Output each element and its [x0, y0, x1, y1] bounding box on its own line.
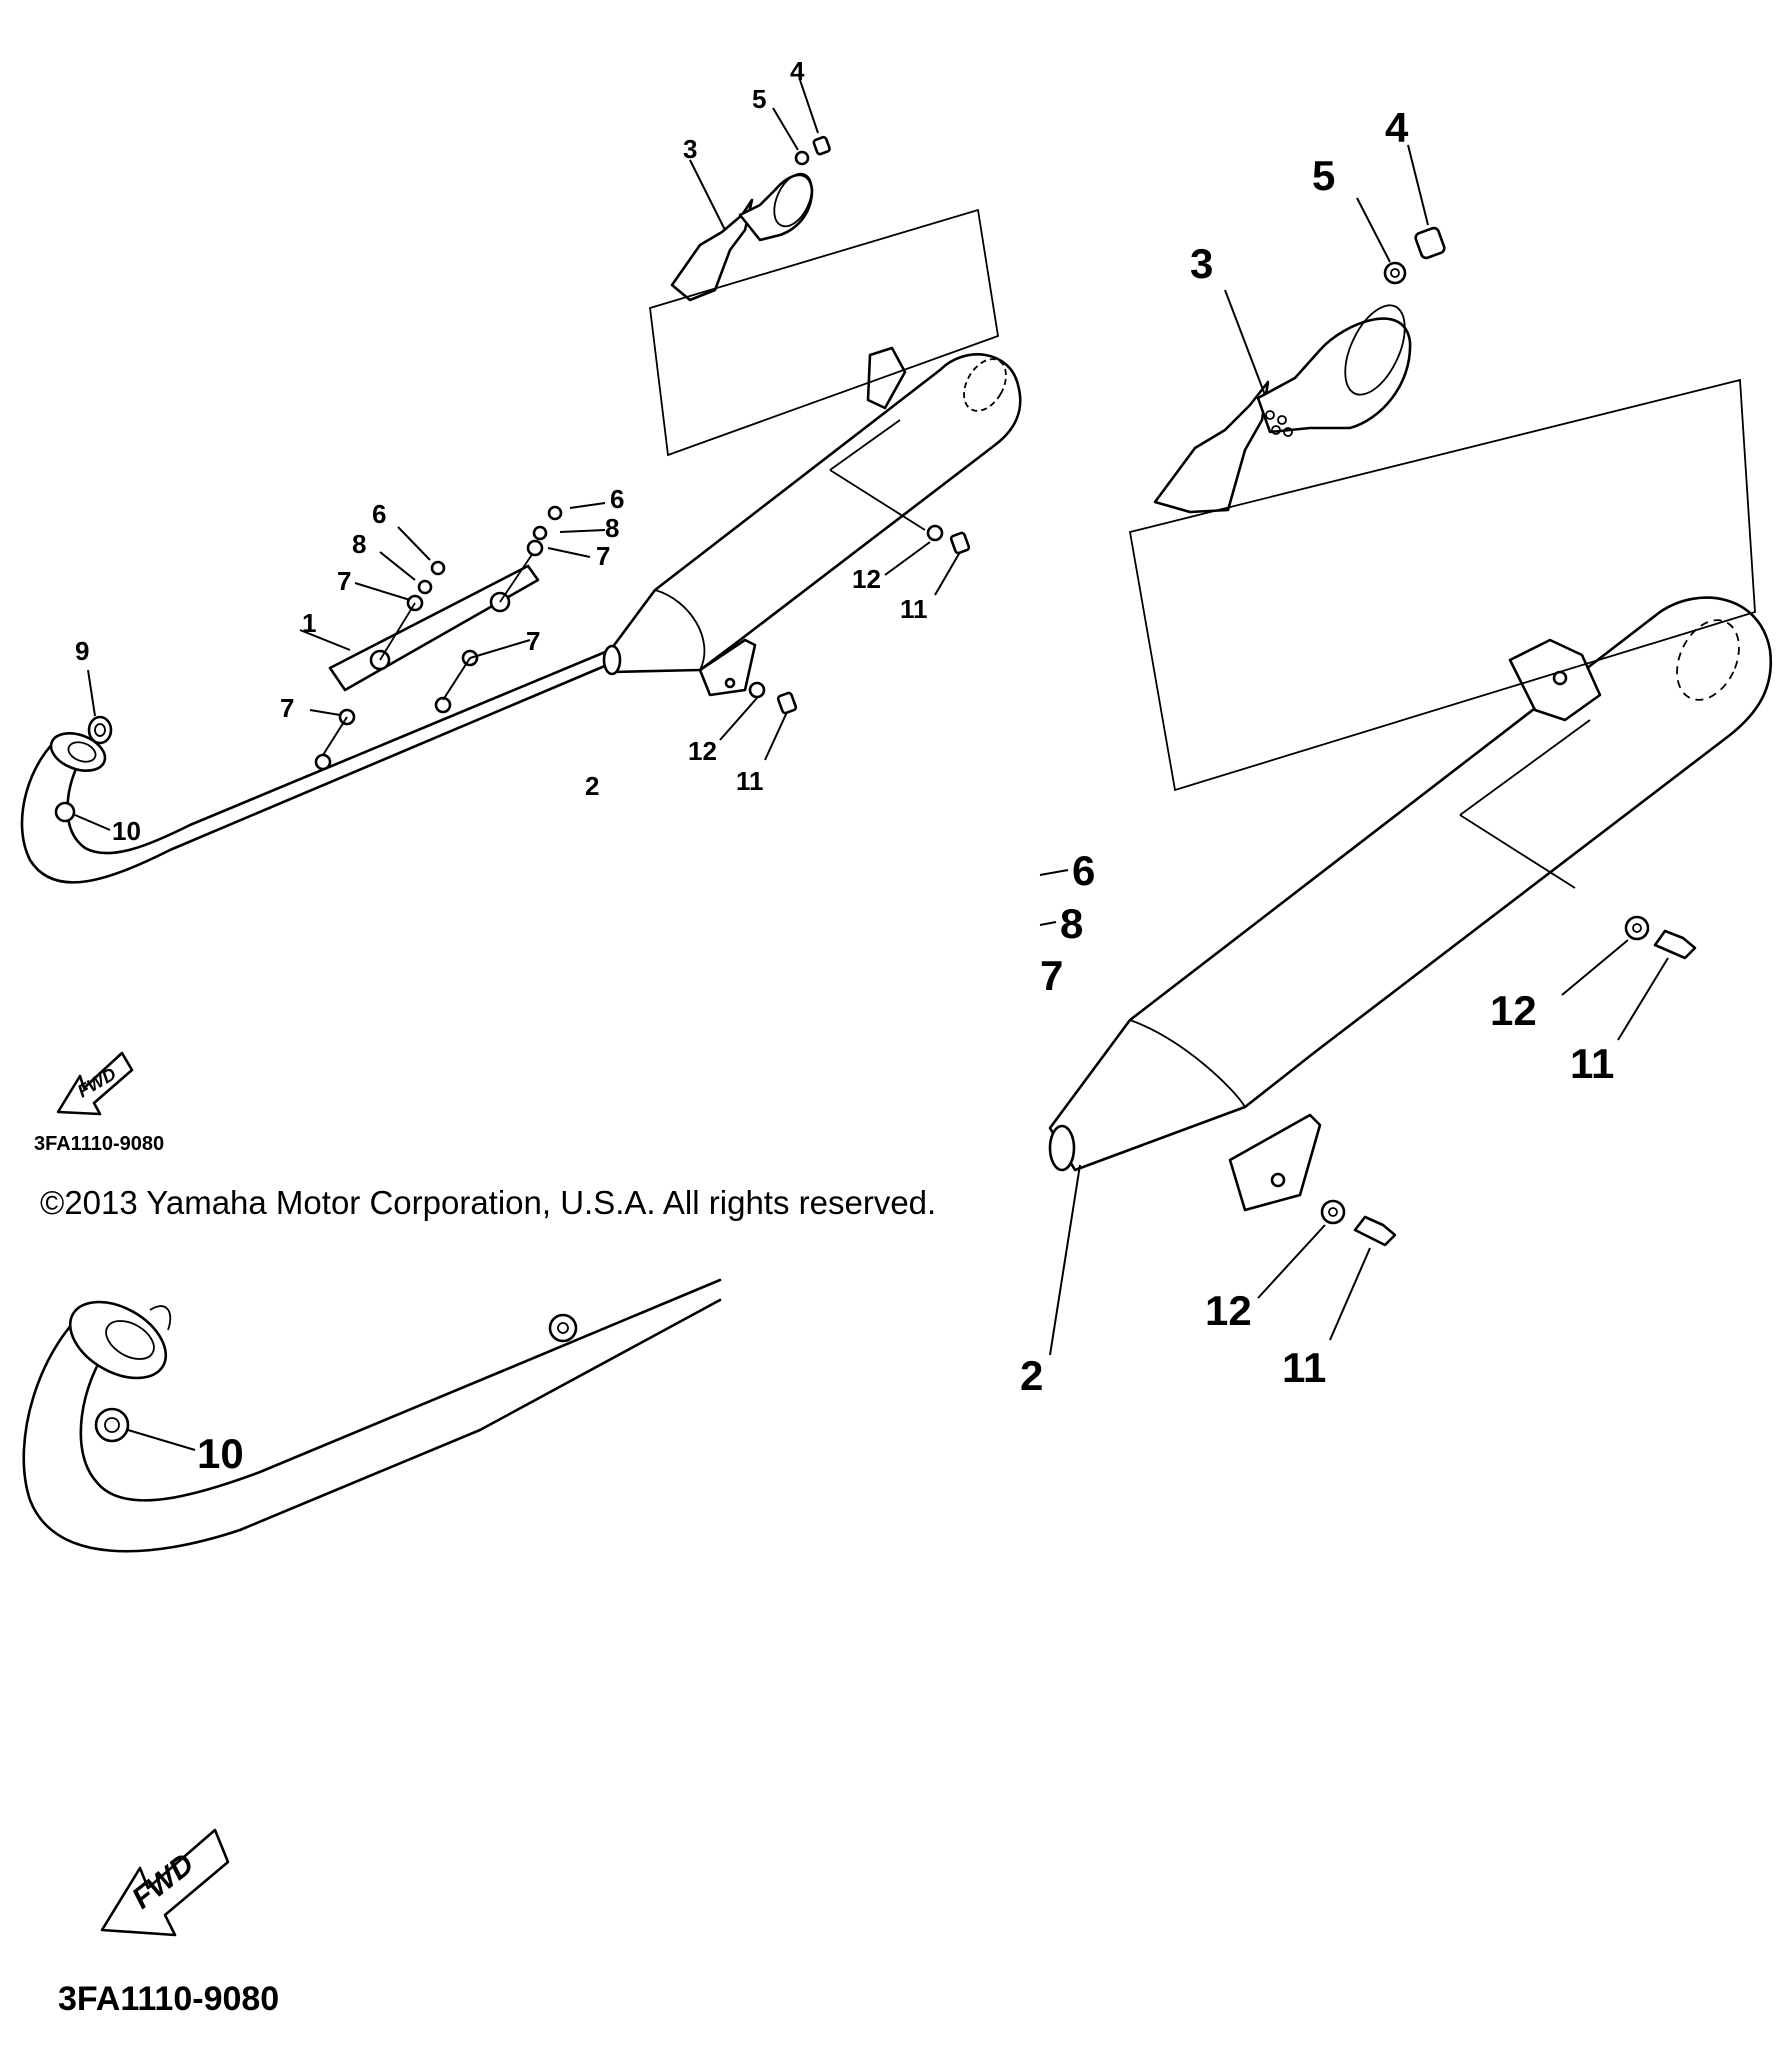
detail-muffler-2	[1048, 596, 1773, 1172]
overview-callout-6a: 6	[372, 499, 386, 529]
overview-callout-7d: 7	[280, 693, 294, 723]
detail-callout-6: 6	[1072, 847, 1095, 894]
detail-callout-11a: 11	[1570, 1040, 1614, 1087]
detail-nut-10	[94, 1407, 130, 1443]
detail-callout-10: 10	[197, 1430, 244, 1477]
detail-diagram-code: 3FA1110-9080	[58, 1980, 279, 2018]
detail-callout-11b: 11	[1282, 1344, 1326, 1391]
overview-muffler-2	[610, 353, 1022, 674]
overview-callout-8b: 8	[605, 513, 619, 543]
overview-callout-3: 3	[683, 134, 697, 164]
detail-callout-3: 3	[1190, 240, 1213, 287]
overview-callout-12b: 12	[688, 736, 717, 766]
overview-callout-4: 4	[790, 56, 805, 86]
overview-callout-9: 9	[75, 636, 89, 666]
copyright-notice: ©2013 Yamaha Motor Corporation, U.S.A. A…	[40, 1184, 936, 1221]
detail-callout-12b: 12	[1205, 1287, 1252, 1334]
overview-callout-10: 10	[112, 816, 141, 846]
overview-callout-7b: 7	[596, 541, 610, 571]
overview-exhaust-pipe	[20, 648, 642, 884]
overview-callout-11a: 11	[900, 594, 928, 624]
fwd-arrow-icon: FWD	[100, 1828, 230, 1937]
overview-callout-1: 1	[302, 608, 316, 638]
overview-callout-7a: 7	[337, 566, 351, 596]
fwd-arrow-icon: FWD	[56, 1051, 134, 1116]
detail-pipe-view: 10	[22, 1278, 722, 1553]
overview-callout-5: 5	[752, 84, 766, 114]
detail-callout-7: 7	[1040, 952, 1063, 999]
overview-callout-11b: 11	[736, 766, 764, 796]
overview-callout-12a: 12	[852, 564, 881, 594]
detail-exhaust-pipe	[22, 1278, 722, 1553]
overview-diagram: 1 2 3 4 5 6 6 7 7 7 7 8 8 9 10 11 11 12 …	[20, 56, 1022, 1155]
detail-callout-5: 5	[1312, 152, 1335, 199]
detail-muffler-view: 2 3 4 5 6 8 7 12 11 12 11	[1020, 104, 1773, 1399]
overview-callout-6b: 6	[610, 484, 624, 514]
detail-pipe-flange	[68, 1300, 168, 1380]
detail-callout-2: 2	[1020, 1352, 1043, 1399]
detail-callout-8: 8	[1060, 900, 1083, 947]
detail-spark-arrester-3	[1153, 380, 1270, 514]
overview-nut-10	[54, 801, 76, 823]
overview-callout-2: 2	[585, 771, 599, 801]
overview-gasket-9	[87, 715, 113, 745]
detail-callout-4: 4	[1385, 104, 1409, 151]
detail-callout-12a: 12	[1490, 987, 1537, 1034]
overview-diagram-code: 3FA1110-9080	[34, 1133, 164, 1155]
overview-callout-8a: 8	[352, 529, 366, 559]
overview-callout-7c: 7	[526, 626, 540, 656]
